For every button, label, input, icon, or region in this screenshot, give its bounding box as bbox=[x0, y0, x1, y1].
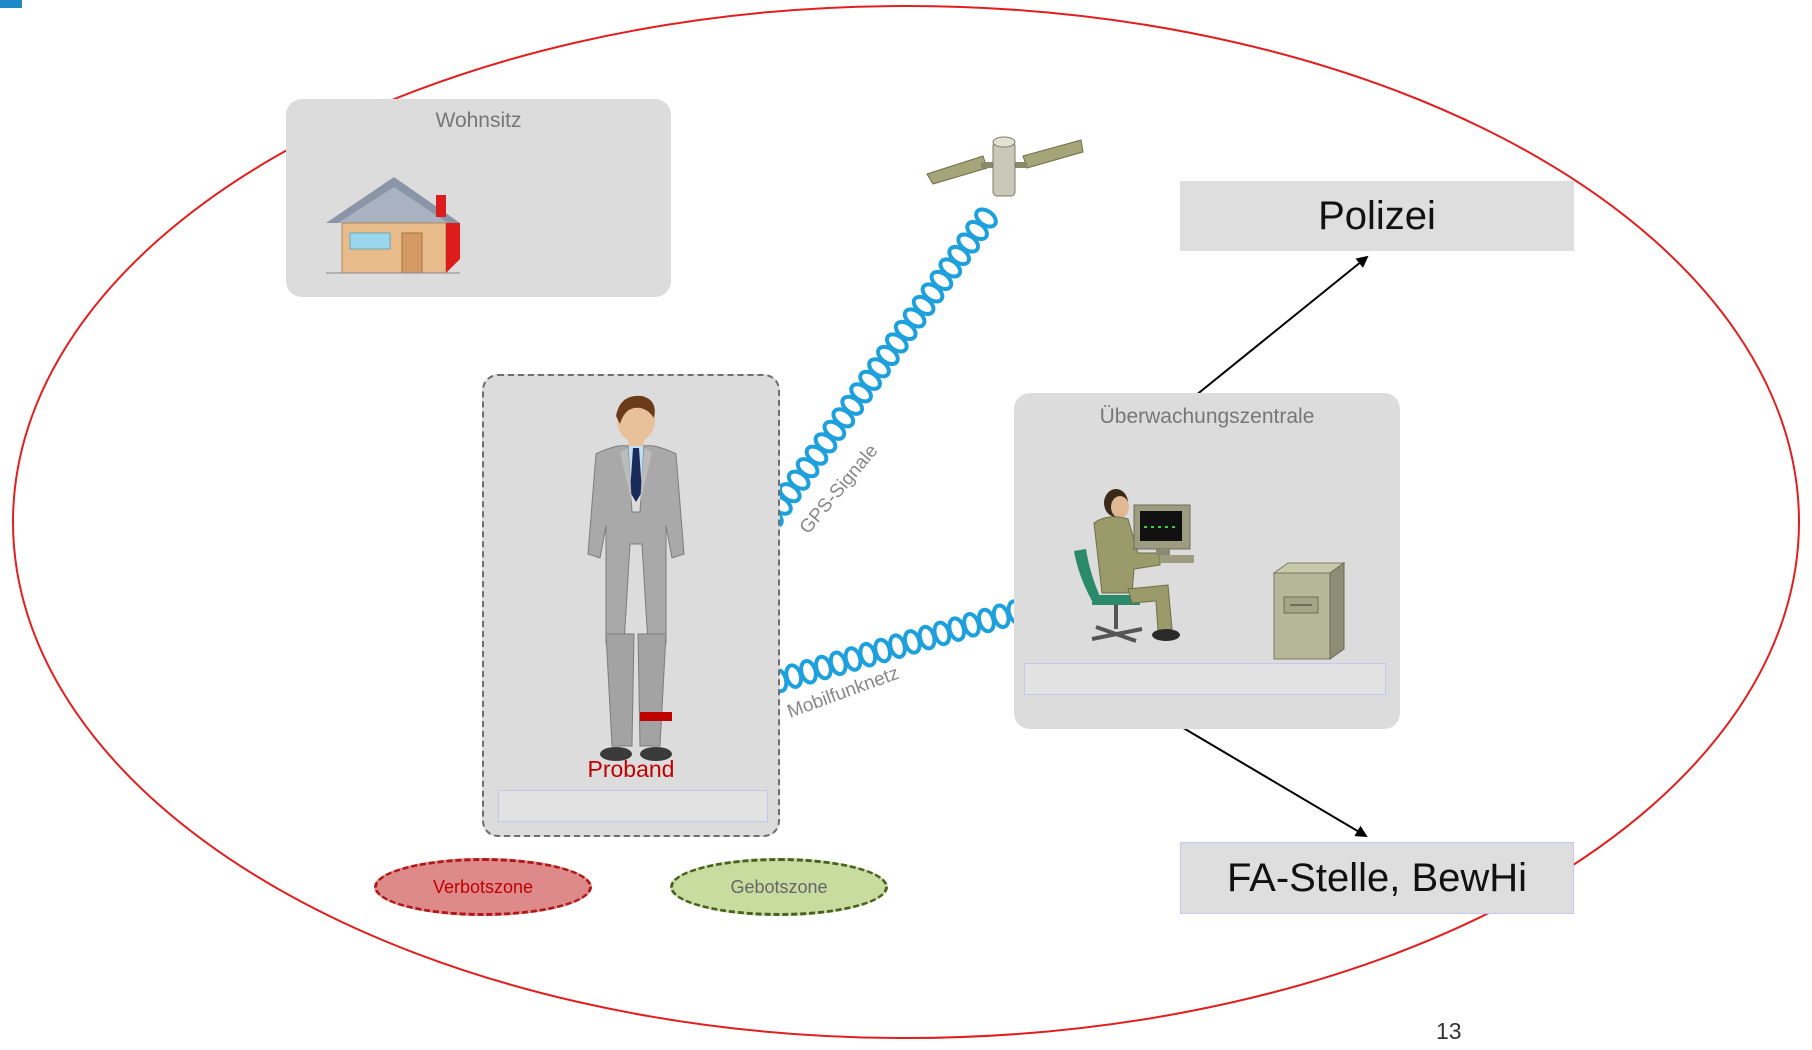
fa-stelle-box: FA-Stelle, BewHi bbox=[1180, 842, 1574, 914]
proband-label: Proband bbox=[587, 756, 675, 782]
gps-helix-loop bbox=[786, 469, 811, 491]
wohnsitz-panel: Wohnsitz bbox=[286, 99, 671, 297]
house-icon bbox=[326, 177, 460, 274]
gps-helix-loop bbox=[831, 407, 856, 429]
gps-helix-loop bbox=[920, 282, 945, 304]
zentrale-title: Überwachungszentrale bbox=[1099, 405, 1315, 428]
gps-helix-loop bbox=[804, 444, 829, 466]
gps-helix-loop bbox=[813, 432, 838, 454]
gps-helix-loop bbox=[974, 207, 998, 229]
operator-icon bbox=[1074, 489, 1180, 643]
gps-helix-loop bbox=[840, 394, 865, 416]
gps-helix-loop bbox=[849, 382, 873, 404]
satellite-icon bbox=[926, 136, 1084, 197]
ankle-tag-icon bbox=[640, 712, 672, 721]
gps-helix-loop bbox=[858, 369, 882, 391]
zentrale-panel: Überwachungszentrale bbox=[1014, 393, 1400, 729]
fa-stelle-label: FA-Stelle, BewHi bbox=[1226, 855, 1528, 900]
gps-helix-loop bbox=[777, 482, 802, 504]
gps-helix-loop bbox=[911, 294, 936, 316]
polizei-box: Polizei bbox=[1180, 181, 1574, 251]
verbotszone-label: Verbotszone bbox=[432, 876, 534, 897]
proband-panel: Proband bbox=[482, 374, 780, 837]
gps-helix-loop bbox=[795, 457, 820, 479]
gps-helix-loop bbox=[938, 257, 963, 279]
server-icon bbox=[1272, 562, 1346, 660]
system-boundary-ellipse bbox=[12, 5, 1800, 1039]
gps-helix-loop bbox=[822, 419, 847, 441]
gps-helix-loop bbox=[876, 344, 900, 366]
zentrale-inner-field bbox=[1024, 663, 1386, 695]
gebotszone-label: Gebotszone bbox=[730, 876, 828, 897]
page-number: 13 bbox=[1436, 1018, 1462, 1044]
person-icon bbox=[587, 395, 685, 761]
verbotszone-ellipse: Verbotszone bbox=[374, 858, 592, 916]
gps-helix-loop bbox=[947, 244, 972, 267]
gps-helix-loop bbox=[867, 357, 891, 379]
gebotszone-ellipse: Gebotszone bbox=[670, 858, 888, 916]
polizei-label: Polizei bbox=[1318, 193, 1436, 238]
gps-helix-loop bbox=[956, 232, 981, 254]
monitor-icon bbox=[1133, 504, 1194, 563]
wohnsitz-title: Wohnsitz bbox=[435, 109, 522, 132]
gps-helix-loop bbox=[929, 269, 954, 291]
gps-helix-loop bbox=[902, 307, 927, 329]
gps-helix-loop bbox=[884, 332, 909, 354]
arrow-to-fa-stelle bbox=[1179, 725, 1368, 838]
arrow-to-polizei bbox=[1194, 255, 1369, 397]
gps-helix-loop bbox=[893, 319, 918, 341]
corner-mark bbox=[0, 0, 22, 8]
proband-inner-field bbox=[498, 790, 768, 822]
gps-helix-loop bbox=[965, 219, 989, 242]
